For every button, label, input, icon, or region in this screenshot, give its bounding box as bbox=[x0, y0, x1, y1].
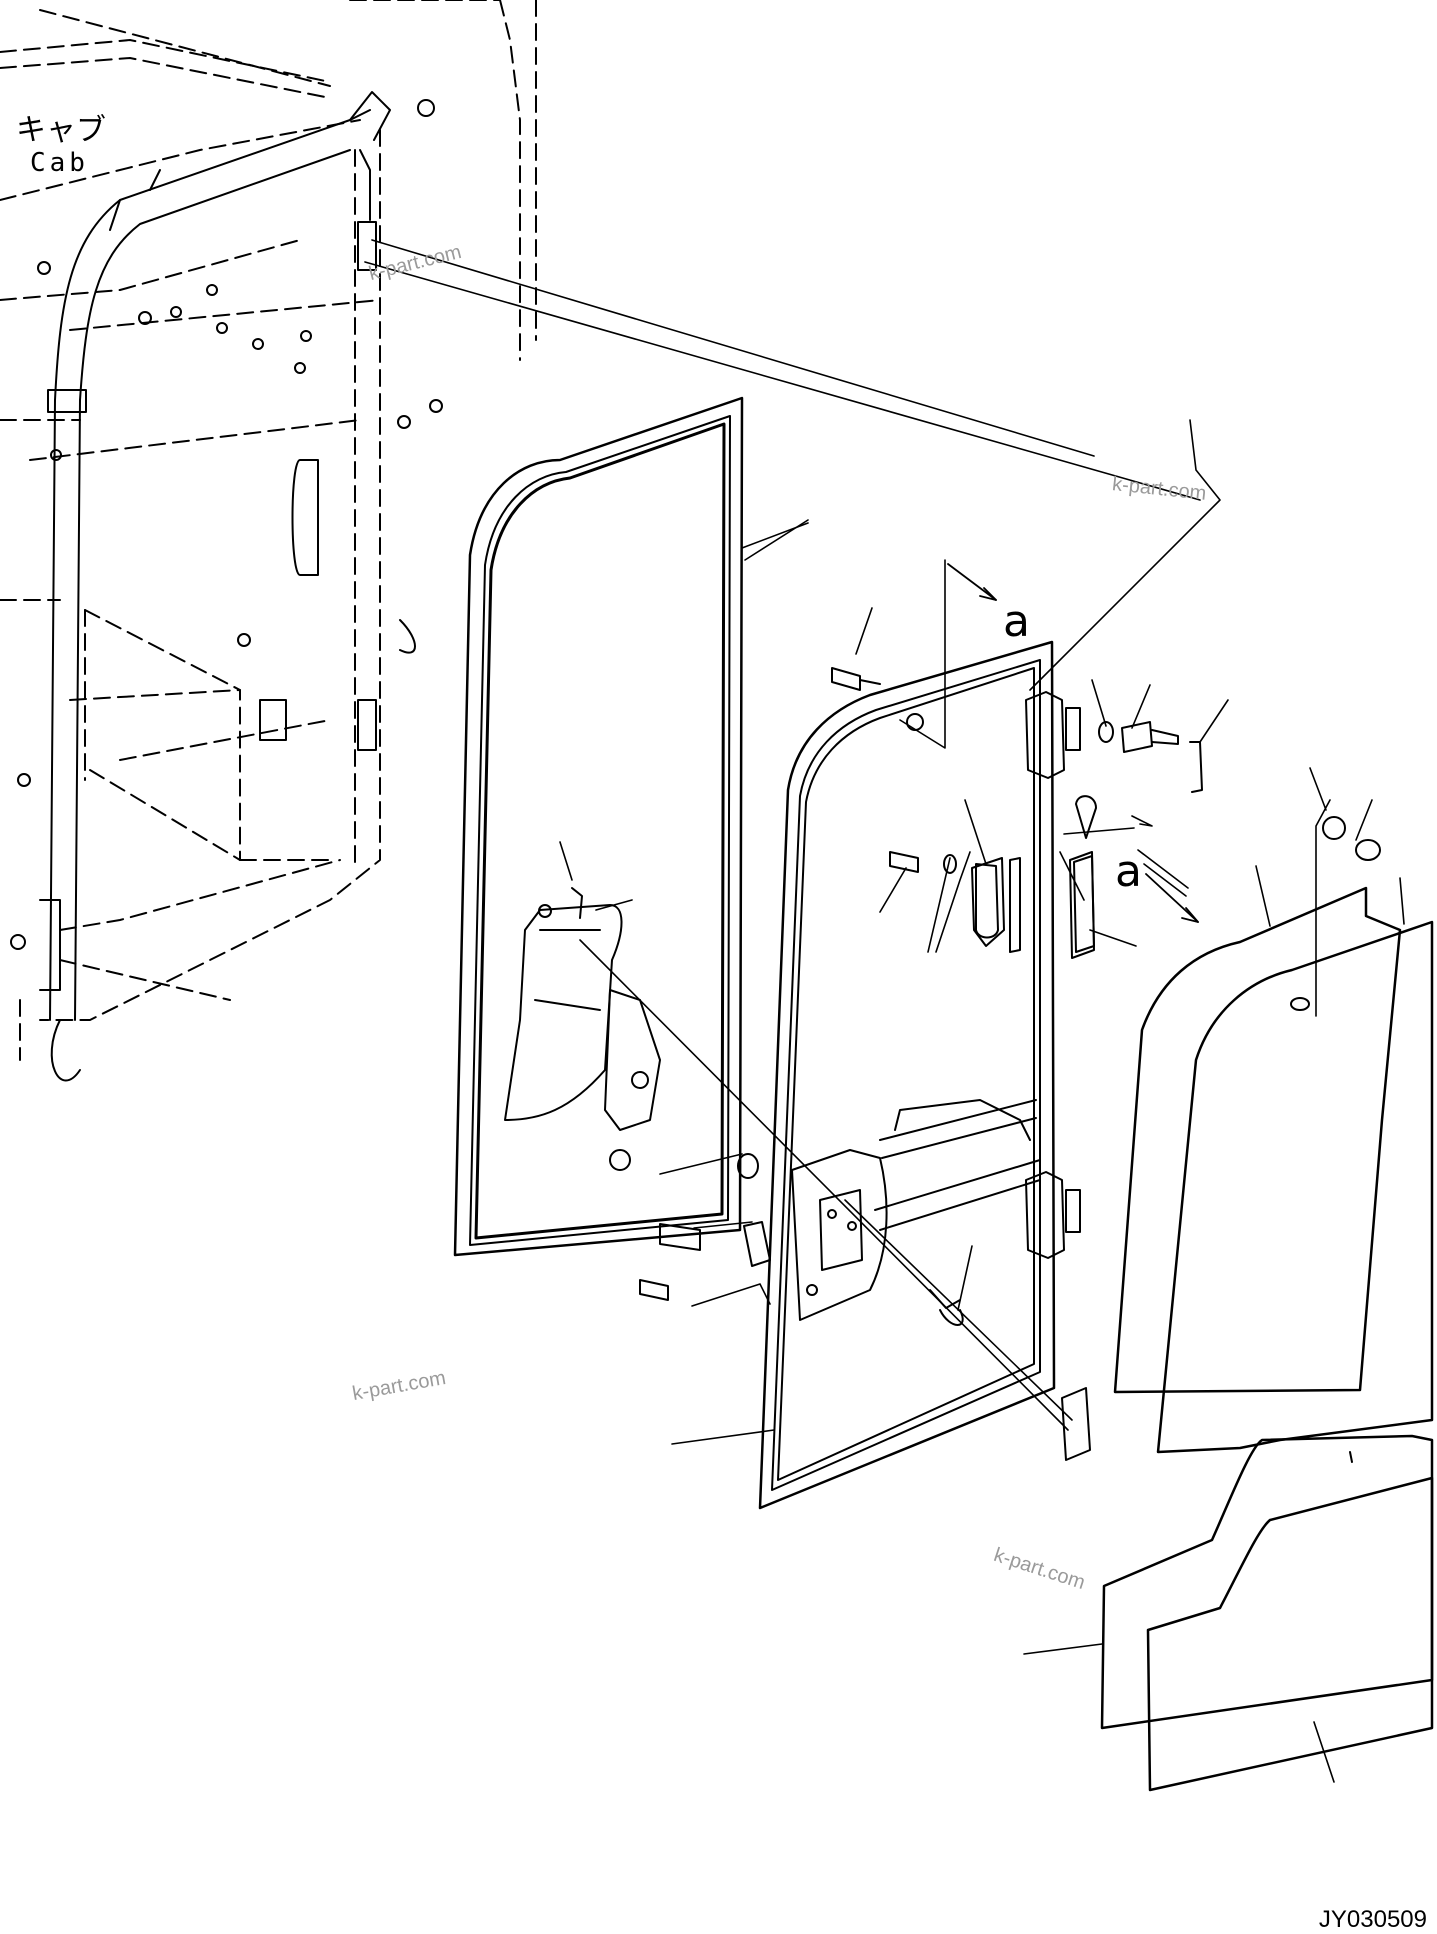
cab-frame bbox=[0, 0, 537, 1082]
door-trim-panels bbox=[1100, 886, 1434, 1792]
drawing-code: JY030509 bbox=[1318, 1906, 1427, 1933]
view-ref-label-upper: a bbox=[1003, 596, 1030, 647]
door-frame bbox=[758, 640, 1095, 1510]
leader-lines bbox=[364, 239, 1405, 1783]
cab-label-english: Cab bbox=[30, 148, 89, 178]
view-arrows bbox=[947, 563, 1199, 923]
view-ref-label-lower: a bbox=[1115, 846, 1142, 897]
cab-label-japanese: キャブ bbox=[16, 113, 106, 148]
door-hardware bbox=[639, 667, 1381, 1301]
door-glass-pane bbox=[453, 396, 744, 1257]
